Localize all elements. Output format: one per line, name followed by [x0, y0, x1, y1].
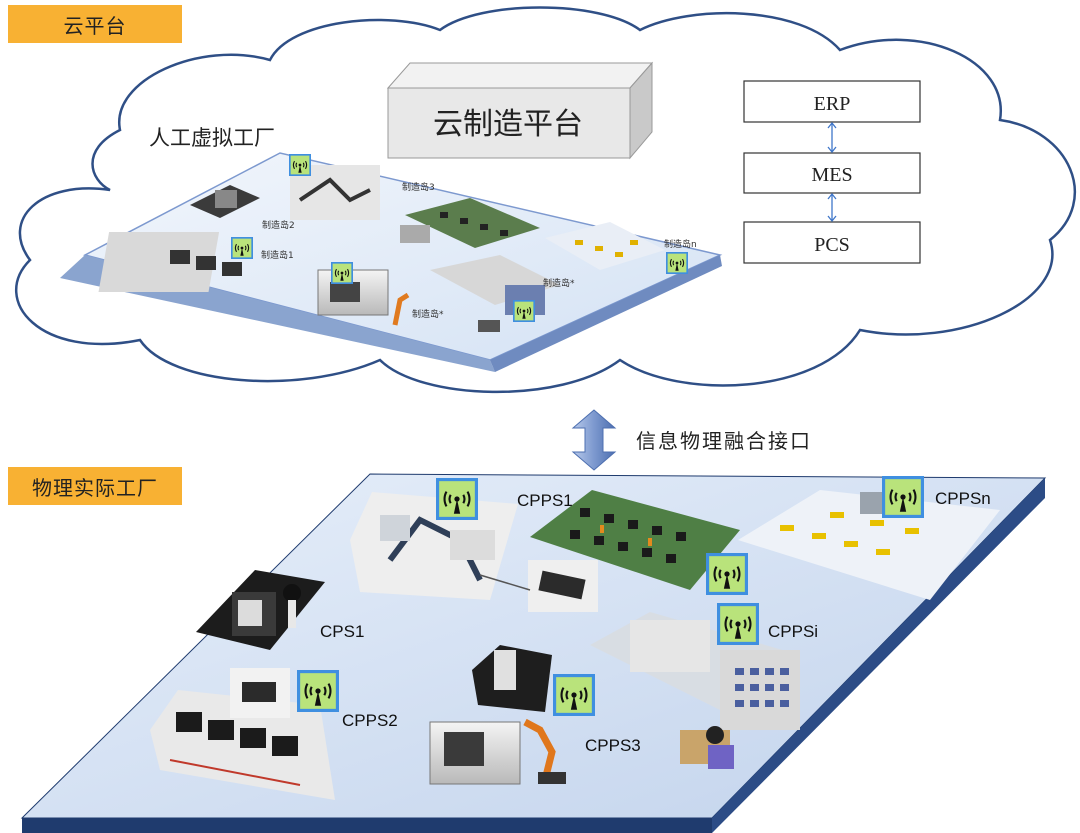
- island-label: 制造岛*: [543, 277, 575, 289]
- cpps3-cell-image: [429, 645, 566, 785]
- virtual-island-1-image: [98, 232, 242, 292]
- interface-label: 信息物理融合接口: [636, 429, 812, 453]
- pcs-box: [743, 221, 921, 264]
- unit-label: CPPS1: [517, 491, 573, 510]
- island-label: 制造岛3: [402, 181, 435, 193]
- cloud-platform-tag: 云平台: [8, 5, 182, 43]
- erp-mes-double-arrow-icon: [827, 121, 837, 154]
- pcs-label: PCS: [814, 234, 850, 256]
- virtual-factory-label: 人工虚拟工厂: [149, 126, 275, 150]
- cpps1-handheld-image: [479, 560, 598, 612]
- cpps2-machines-image: [150, 668, 335, 800]
- wifi-signal-icon: [434, 476, 480, 522]
- island-label: 制造岛1: [261, 249, 294, 261]
- erp-label: ERP: [814, 93, 851, 115]
- unit-label: CPS1: [320, 622, 364, 641]
- island-label: 制造岛n: [664, 238, 697, 250]
- erp-box: [743, 80, 921, 123]
- cloud-manufacturing-platform-box: [386, 61, 654, 160]
- mes-label: MES: [811, 164, 852, 186]
- virtual-island-2-image: [190, 185, 260, 218]
- wifi-signal-icon: [704, 551, 750, 597]
- wifi-signal-icon: [715, 601, 761, 647]
- island-label: 制造岛*: [412, 308, 444, 320]
- virtual-island-n-image: [545, 222, 665, 270]
- unit-label: CPPS2: [342, 711, 398, 730]
- platform-title: 云制造平台: [433, 107, 583, 142]
- island-label: 制造岛2: [262, 219, 295, 231]
- wifi-signal-icon: [295, 668, 341, 714]
- cpps-production-line-image: [530, 490, 740, 590]
- interface-double-arrow-icon: [571, 409, 617, 471]
- unit-label: CPPSn: [935, 489, 991, 508]
- wifi-signal-icon: [880, 474, 926, 520]
- cpps1-robot-image: [350, 492, 518, 600]
- unit-label: CPPSi: [768, 622, 818, 641]
- unit-label: CPPS3: [585, 736, 641, 755]
- virtual-island-robot-image: [430, 255, 560, 332]
- mes-pcs-double-arrow-icon: [827, 192, 837, 223]
- cppsi-workstation-image: [590, 612, 800, 769]
- cps1-machine-image: [196, 570, 325, 650]
- wifi-signal-icon: [551, 672, 597, 718]
- virtual-island-line-image: [400, 198, 540, 248]
- physical-factory-tag: 物理实际工厂: [8, 467, 182, 505]
- mes-box: [743, 152, 921, 194]
